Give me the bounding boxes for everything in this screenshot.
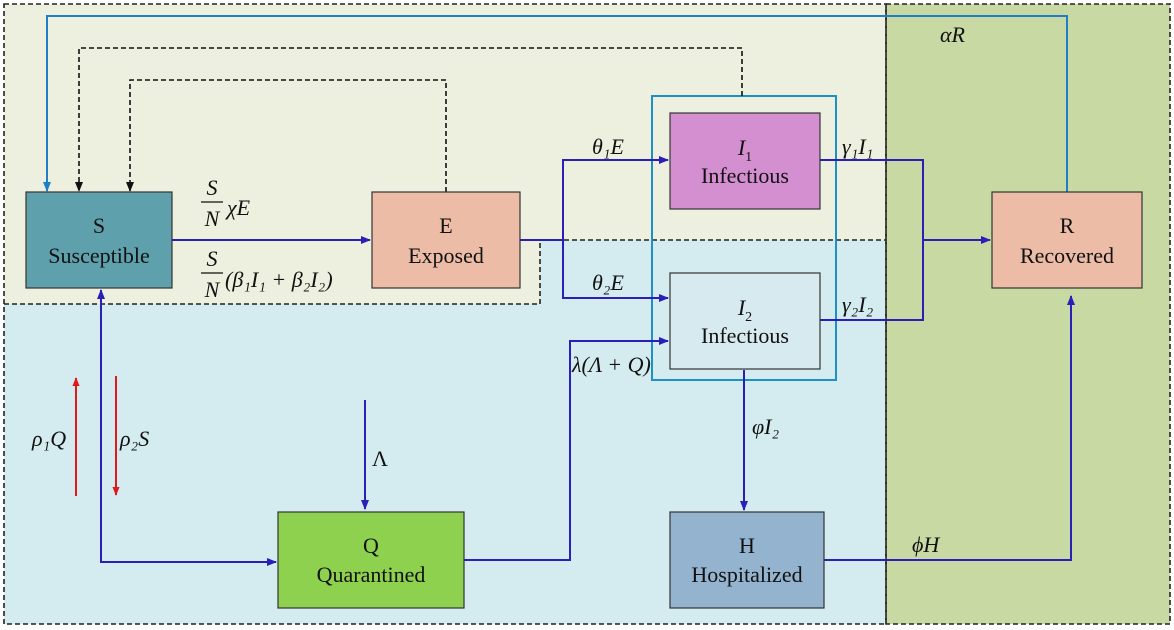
exposed-feedback-dashed-arrow: [126, 79, 447, 192]
infectious2-label: Infectious: [701, 323, 789, 348]
exposed-label: Exposed: [408, 243, 484, 268]
h-to-r-arrow: [824, 295, 1075, 561]
infectious1-label: Infectious: [701, 163, 789, 188]
gamma2-i2-label: γ₂I₂: [842, 292, 874, 317]
lambda-term-label: λ(Λ + Q): [571, 352, 651, 377]
beta-term: (β₁I₁ + β₂I₂): [225, 267, 333, 292]
e-to-i1-arrow: [520, 156, 669, 241]
rho1-q-label: ρ₁Q: [31, 426, 66, 451]
node-recovered: R Recovered: [991, 191, 1143, 289]
i1-to-r-arrow: [820, 159, 991, 244]
susceptible-letter: S: [93, 213, 105, 238]
i2-to-r-arrow: [820, 240, 924, 321]
node-infectious-2: I2 Infectious: [669, 272, 821, 370]
hospitalized-box: [669, 511, 825, 609]
phi-h-label: ϕH: [912, 532, 940, 557]
fraction2-numerator: S: [207, 246, 218, 271]
recovered-region: [886, 4, 1170, 624]
recovered-letter: R: [1060, 213, 1075, 238]
theta2-e-label: θ₂E: [592, 270, 624, 295]
infectious1-box: [669, 112, 821, 210]
infectious2-box: [669, 272, 821, 370]
quarantined-label: Quarantined: [317, 562, 426, 587]
chi-e-term: χE: [225, 195, 251, 220]
alpha-r-feedback-arrow: [43, 15, 1068, 192]
alpha-r-label: αR: [940, 22, 966, 47]
dashed-recovered-border: [885, 3, 1171, 625]
rho2-s-label: ρ₂S: [119, 426, 149, 451]
node-hospitalized: H Hospitalized: [669, 511, 825, 609]
hospitalized-letter: H: [739, 533, 755, 558]
recovered-label: Recovered: [1020, 243, 1114, 268]
exposed-letter: E: [439, 213, 452, 238]
infectious-feedback-dashed-arrow: [75, 47, 743, 192]
fraction1-denominator: N: [204, 206, 221, 231]
node-quarantined: Q Quarantined: [277, 511, 465, 609]
s-q-bidirectional-arrow: [97, 289, 277, 566]
gamma1-i1-label: γ₁I₁: [842, 134, 873, 159]
susceptible-label: Susceptible: [48, 243, 149, 268]
quarantined-letter: Q: [363, 533, 379, 558]
node-exposed: E Exposed: [371, 191, 521, 289]
capital-lambda-label: Λ: [372, 446, 388, 471]
s-over-n-beta-label: S N (β₁I₁ + β₂I₂): [201, 246, 333, 302]
theta1-e-label: θ₁E: [592, 134, 624, 159]
exposed-box: [371, 191, 521, 289]
varphi-i2-label: φI₂: [752, 414, 779, 439]
recovered-box: [991, 191, 1143, 289]
infectious1-symbol: I1: [737, 135, 752, 165]
node-infectious-1: I1 Infectious: [669, 112, 821, 210]
e-to-i2-arrow: [562, 240, 669, 302]
top-region: [4, 4, 886, 304]
fraction1-numerator: S: [207, 175, 218, 200]
infectious2-symbol: I2: [737, 295, 752, 325]
quarantined-box: [277, 511, 465, 609]
q-to-i2-arrow: [464, 337, 669, 561]
hospitalized-label: Hospitalized: [691, 562, 802, 587]
fraction2-denominator: N: [204, 277, 221, 302]
s-over-n-chi-e-label: S N χE: [201, 175, 251, 231]
susceptible-box: [25, 191, 173, 289]
node-susceptible: S Susceptible: [25, 191, 173, 289]
